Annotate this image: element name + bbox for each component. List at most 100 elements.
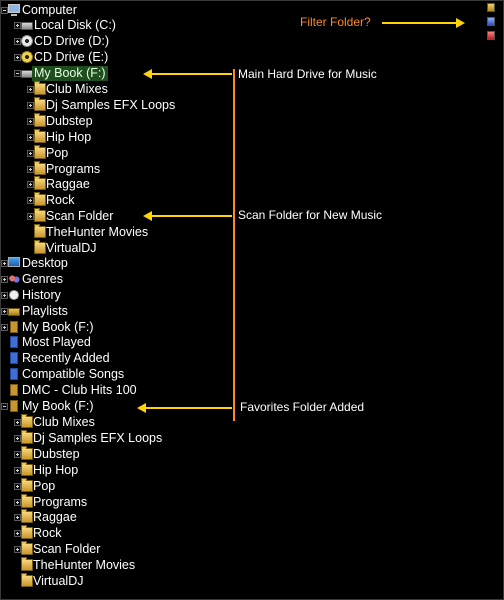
tree-item-folder[interactable]: Raggae (0, 509, 200, 525)
expand-toggle[interactable] (14, 514, 21, 522)
tree-item-folder[interactable]: Pop (0, 144, 200, 161)
tree-item-folder[interactable]: Programs (0, 493, 200, 510)
tree-item-folder[interactable]: Rock (0, 525, 200, 541)
folder-icon (21, 461, 33, 476)
tree-item-folder[interactable]: TheHunter Movies (0, 557, 200, 573)
tree-item-folder[interactable]: Scan Folder (0, 541, 200, 557)
expand-toggle[interactable] (14, 498, 21, 506)
tree-label: Dj Samples EFX Loops (33, 430, 163, 445)
tree-label: Scan Folder (33, 542, 101, 557)
expand-toggle[interactable] (27, 101, 34, 109)
expand-toggle[interactable] (14, 419, 21, 426)
tree-item-history[interactable]: History (0, 288, 200, 303)
arrow-main-drive (152, 73, 232, 75)
folder-icon (34, 208, 46, 223)
collapse-toggle[interactable] (1, 403, 8, 410)
tree-item-folder[interactable]: VirtualDJ (0, 240, 200, 256)
expand-toggle[interactable] (27, 133, 34, 141)
collapse-toggle[interactable] (14, 70, 21, 77)
expand-toggle[interactable] (14, 22, 21, 29)
expand-toggle[interactable] (27, 117, 34, 125)
expand-toggle[interactable] (14, 546, 21, 554)
tree-item-folder[interactable]: Dj Samples EFX Loops (0, 429, 200, 446)
tree-item-folder[interactable]: Programs (0, 160, 200, 177)
expand-toggle[interactable] (14, 466, 21, 474)
tree-item-my-book-favorite[interactable]: My Book (F:) (0, 320, 200, 335)
tree-item-folder[interactable]: Rock (0, 192, 200, 208)
expand-toggle[interactable] (1, 276, 8, 283)
tree-label: Recently Added (22, 351, 110, 365)
tree-item-playlists[interactable]: Playlists (0, 304, 200, 319)
tree-item-folder[interactable]: Dubstep (0, 112, 200, 129)
tree-label: Desktop (22, 256, 68, 270)
annotation-favorites-added: Favorites Folder Added (240, 400, 365, 414)
tree-item-desktop[interactable]: Desktop (0, 256, 200, 271)
filter-folder-icon[interactable] (487, 17, 495, 26)
tree-item-my-book[interactable]: My Book (F:) (0, 66, 200, 81)
tree-item-folder[interactable]: Pop (0, 477, 200, 494)
tree-item-compatible-songs[interactable]: Compatible Songs (0, 367, 200, 382)
tree-item-local-disk[interactable]: Local Disk (C:) (0, 18, 200, 33)
expand-toggle[interactable] (27, 197, 34, 205)
tree-item-folder[interactable]: Scan Folder (0, 208, 200, 224)
tree-item-dmc[interactable]: DMC - Club Hits 100 (0, 383, 200, 398)
expand-toggle[interactable] (14, 450, 21, 458)
tree-item-favorites-root[interactable]: My Book (F:) (0, 399, 200, 414)
tree-item-folder[interactable]: TheHunter Movies (0, 224, 200, 240)
folder-icon (21, 429, 33, 444)
tree-item-cd-drive-e[interactable]: CD Drive (E:) (0, 50, 200, 65)
expand-toggle[interactable] (27, 149, 34, 157)
expand-toggle[interactable] (1, 292, 8, 299)
tree-label: CD Drive (D:) (34, 34, 109, 48)
folder-icon (10, 400, 18, 412)
tree-label: Dubstep (46, 113, 93, 128)
expand-toggle[interactable] (1, 308, 8, 315)
tree-label: Dubstep (33, 446, 80, 461)
add-folder-icon[interactable] (487, 3, 495, 12)
folder-icon (34, 112, 46, 127)
tree-label: My Book (F:) (22, 399, 94, 413)
tree-item-most-played[interactable]: Most Played (0, 335, 200, 350)
tree-label: Programs (46, 161, 101, 176)
tree-label: Pop (46, 145, 69, 160)
collapse-toggle[interactable] (1, 7, 8, 14)
tree-item-folder[interactable]: Dj Samples EFX Loops (0, 96, 200, 113)
annotation-filter-folder: Filter Folder? (300, 15, 371, 29)
tree-item-folder[interactable]: Hip Hop (0, 461, 200, 478)
tree-item-computer[interactable]: Computer (0, 3, 200, 18)
tree-label: CD Drive (E:) (34, 50, 109, 64)
tree-label: My Book (F:) (32, 66, 108, 81)
hard-drive-icon (21, 22, 33, 30)
tree-item-folder[interactable]: VirtualDJ (0, 573, 200, 589)
tree-item-genres[interactable]: Genres (0, 272, 200, 287)
tree-label: My Book (F:) (22, 320, 94, 334)
expand-toggle[interactable] (27, 86, 34, 93)
folder-icon (34, 176, 46, 191)
expand-toggle[interactable] (27, 165, 34, 173)
folder-icon (21, 557, 33, 572)
tree-item-recently-added[interactable]: Recently Added (0, 351, 200, 366)
expand-toggle[interactable] (14, 38, 21, 45)
playlists-icon (8, 308, 20, 316)
tree-item-folder[interactable]: Hip Hop (0, 128, 200, 145)
expand-toggle[interactable] (27, 181, 34, 189)
expand-toggle[interactable] (1, 324, 8, 331)
expand-toggle[interactable] (14, 530, 21, 538)
arrowhead-left (137, 403, 146, 413)
tree-item-folder[interactable]: Raggae (0, 176, 200, 192)
expand-toggle[interactable] (1, 260, 8, 267)
tree-item-folder[interactable]: Club Mixes (0, 414, 200, 430)
expand-toggle[interactable] (14, 482, 21, 490)
tree-item-cd-drive-d[interactable]: CD Drive (D:) (0, 34, 200, 49)
folder-icon (34, 81, 46, 95)
arrow-favorites (146, 407, 232, 409)
folder-icon (34, 240, 46, 254)
remove-folder-icon[interactable] (487, 31, 495, 40)
tree-label: Club Mixes (46, 82, 108, 96)
expand-toggle[interactable] (14, 434, 21, 442)
tree-item-folder[interactable]: Club Mixes (0, 81, 200, 97)
expand-toggle[interactable] (27, 213, 34, 221)
tree-label: TheHunter Movies (46, 225, 149, 240)
tree-item-folder[interactable]: Dubstep (0, 445, 200, 462)
expand-toggle[interactable] (14, 54, 21, 61)
